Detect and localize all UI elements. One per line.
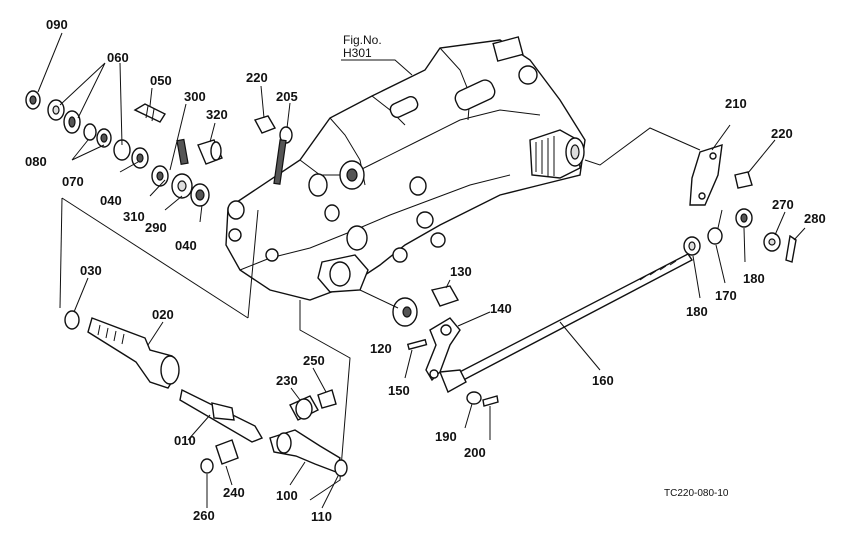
label-030: 030	[80, 263, 102, 278]
label-205: 205	[276, 89, 298, 104]
label-050: 050	[150, 73, 172, 88]
label-040-left: 040	[100, 193, 122, 208]
left-part-stack	[25, 32, 245, 223]
label-100: 100	[276, 488, 298, 503]
drawing-code: TC220-080-10	[664, 488, 729, 499]
part-220-bolt-right	[734, 171, 753, 189]
label-160: 160	[592, 373, 614, 388]
label-130: 130	[450, 264, 472, 279]
part-140-lever	[425, 317, 461, 382]
label-210: 210	[725, 96, 747, 111]
part-220-bolt-top	[253, 115, 277, 134]
label-300: 300	[184, 89, 206, 104]
label-180-right: 180	[743, 271, 765, 286]
middle-lever-assembly	[359, 279, 499, 440]
part-300-pin	[176, 138, 189, 166]
label-320: 320	[206, 107, 228, 122]
label-070: 070	[62, 174, 84, 189]
label-220-top: 220	[246, 70, 268, 85]
label-250: 250	[303, 353, 325, 368]
part-150-pin	[406, 338, 428, 351]
label-020: 020	[152, 307, 174, 322]
label-150: 150	[388, 383, 410, 398]
label-010: 010	[174, 433, 196, 448]
label-110: 110	[311, 509, 332, 524]
label-290: 290	[145, 220, 167, 235]
label-240: 240	[223, 485, 245, 500]
part-200-clip	[482, 395, 499, 407]
part-130-bolt	[430, 285, 460, 307]
part-260-clip	[200, 458, 214, 474]
figure-reference: Fig.No. H301	[341, 33, 413, 76]
exploded-view-frames	[59, 197, 351, 501]
lower-shaft-assembly	[64, 277, 348, 509]
part-190-washer	[466, 391, 482, 405]
label-090: 090	[46, 17, 68, 32]
label-200: 200	[464, 445, 486, 460]
part-240-block	[215, 439, 239, 465]
figure-ref-line1: Fig.No.	[343, 33, 382, 47]
part-205-pin	[273, 139, 287, 185]
long-rod-160	[439, 253, 694, 393]
label-170: 170	[715, 288, 737, 303]
figure-ref-line2: H301	[343, 46, 372, 60]
part-280-cotter	[785, 234, 797, 263]
label-230: 230	[276, 373, 298, 388]
part-labels: 090 060 080 070 050 300 320 040 310 290 …	[25, 17, 826, 524]
hydraulic-housing	[225, 36, 586, 301]
part-030-oring	[64, 310, 80, 330]
part-160-rod	[447, 253, 694, 387]
label-190: 190	[435, 429, 457, 444]
top-fasteners	[253, 85, 293, 185]
label-310: 310	[123, 209, 145, 224]
part-110-snap-ring	[334, 459, 348, 477]
right-lever-assembly	[584, 124, 806, 299]
label-260: 260	[193, 508, 215, 523]
label-140: 140	[490, 301, 512, 316]
label-220-right: 220	[771, 126, 793, 141]
label-180-left: 180	[686, 304, 708, 319]
label-280: 280	[804, 211, 826, 226]
part-210-bracket	[689, 143, 723, 206]
label-060: 060	[107, 50, 129, 65]
label-120: 120	[370, 341, 392, 356]
part-250-nut	[317, 389, 337, 409]
part-050-bolt	[133, 103, 167, 123]
label-270: 270	[772, 197, 794, 212]
label-080: 080	[25, 154, 47, 169]
label-040-right: 040	[175, 238, 197, 253]
